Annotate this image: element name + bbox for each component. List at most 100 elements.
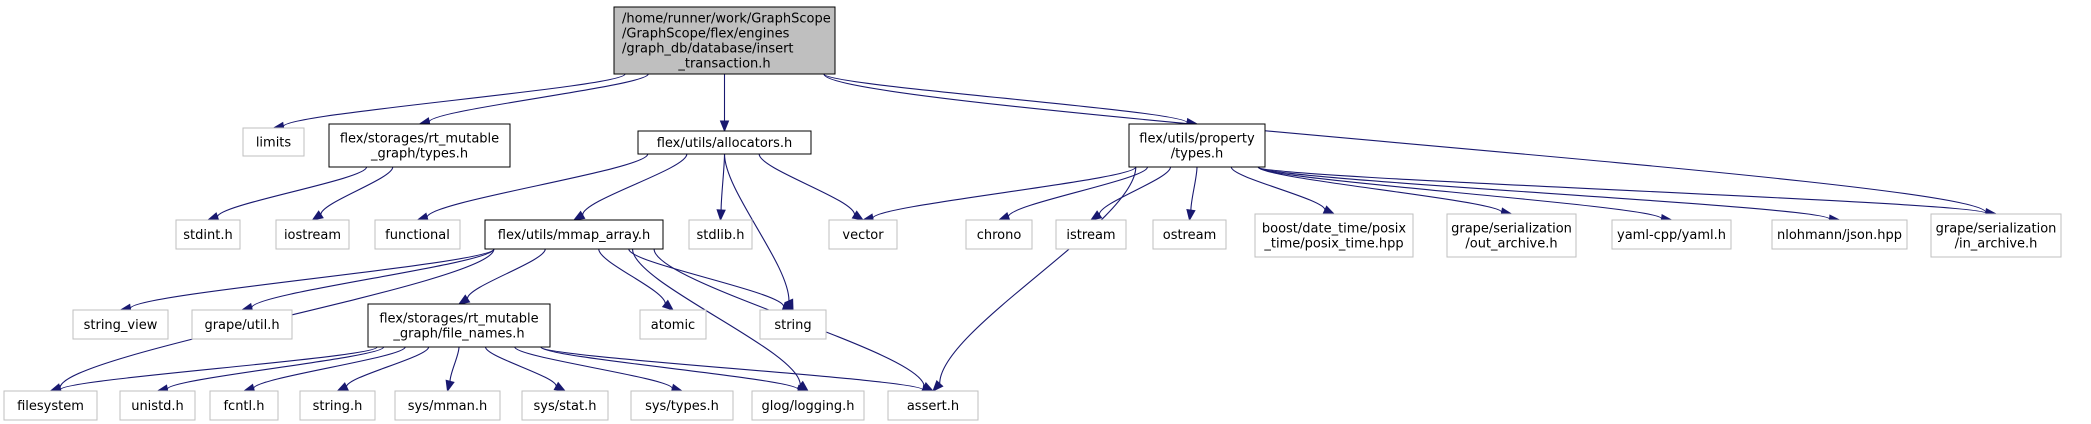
node-box [119,390,196,421]
node-yaml: yaml-cpp/yaml.h [1611,219,1732,250]
edge-line [823,73,1188,124]
node-label: /home/runner/work/GraphScope [622,12,831,27]
edge-arrowhead [997,212,1011,221]
node-mmap-array[interactable]: flex/utils/mmap_array.h [484,219,664,250]
node-filesystem: filesystem [3,390,98,421]
edge-arrowhead [719,120,730,133]
node-atomic: atomic [639,309,707,340]
edge-line [428,73,649,123]
node-label: ostream [1163,228,1217,243]
node-json: nlohmann/json.hpp [1771,219,1908,250]
node-label: /types.h [1171,147,1224,162]
node-label: filesystem [17,399,84,414]
edge-mmap-array-to-string [628,248,795,311]
node-box [242,127,305,157]
node-label: yaml-cpp/yaml.h [1617,228,1726,243]
node-root[interactable]: /home/runner/work/GraphScope/GraphScope/… [613,6,836,75]
node-label: flex/utils/property [1139,132,1255,147]
node-label: assert.h [907,399,959,414]
node-box [1055,219,1127,250]
node-box [1128,123,1266,168]
node-label: grape/util.h [204,318,279,333]
edge-root-to-allocators [719,74,730,133]
node-assert: assert.h [887,390,979,421]
node-box [759,309,827,340]
edge-root-to-in-archive [823,73,1998,218]
edge-line [166,346,385,390]
node-label: flex/storages/rt_mutable [379,312,538,327]
node-label: sys/mman.h [408,399,488,414]
edge-line [598,248,666,304]
edge-line [1257,166,1663,220]
node-box [688,219,753,250]
edge-line [631,248,801,385]
node-label: /GraphScope/flex/engines [622,27,790,42]
node-out-archive: grape/serialization/out_archive.h [1446,213,1577,258]
node-allocators[interactable]: flex/utils/allocators.h [637,130,812,155]
node-label: flex/utils/mmap_array.h [498,228,650,243]
edge-file-names-to-filesystem [49,346,378,395]
node-box [828,219,898,250]
edge-line [1190,166,1198,211]
edge-arrowhead [553,381,567,392]
node-in-archive: grape/serialization/in_archive.h [1930,213,2062,258]
node-label: functional [385,228,450,243]
edge-line [282,73,626,127]
edge-line [939,166,1137,384]
node-label: boost/date_time/posix [1262,222,1407,237]
node-label: atomic [651,318,695,333]
node-label: _graph/types.h [370,147,468,162]
edge-line [720,153,726,211]
edge-file-names-to-sys-types [514,346,684,393]
edge-property-types-to-assert [932,166,1137,392]
nodes-layer: /home/runner/work/GraphScope/GraphScope/… [3,6,2062,421]
node-box [613,6,836,75]
edge-arrowhead [932,380,944,392]
node-label: nlohmann/json.hpp [1777,228,1902,243]
node-box [175,219,241,250]
edge-arrowhead [661,299,675,311]
node-label: glog/logging.h [762,399,855,414]
node-istream: istream [1055,219,1127,250]
edge-arrowhead [311,210,324,221]
edge-line [129,248,495,309]
edge-line [1230,166,1326,211]
edge-line [345,346,430,387]
edge-line [1257,166,1987,214]
node-label: _time/posix_time.hpp [1263,237,1403,252]
node-box [3,390,98,421]
node-label: stdint.h [183,228,232,243]
edge-line [628,248,785,307]
node-label: iostream [284,228,341,243]
edge-arrowhead [1322,205,1336,215]
node-box [367,303,551,348]
edge-line [251,248,495,309]
edge-property-types-to-istream [1089,166,1172,221]
node-label: flex/utils/allocators.h [657,136,793,151]
node-file-names[interactable]: flex/storages/rt_mutable_graph/file_name… [367,303,551,348]
edge-line [1007,166,1149,218]
node-property-types[interactable]: flex/utils/property/types.h [1128,123,1266,168]
edge-arrowhead [572,210,586,221]
node-box [1254,213,1414,258]
edge-arrowhead [336,382,350,392]
node-box [751,390,865,421]
edge-line [1257,166,1831,220]
node-rt-types[interactable]: flex/storages/rt_mutable_graph/types.h [328,123,511,168]
node-fcntl: fcntl.h [209,390,279,421]
node-grape-util: grape/util.h [191,309,293,340]
node-box [484,219,664,250]
edge-line [1098,166,1172,215]
edge-mmap-array-to-grape-util [240,248,495,313]
edge-root-to-limits [272,73,626,132]
node-box [1771,219,1908,250]
node-box [1446,213,1577,258]
node-label: string [774,318,811,333]
edge-file-names-to-assert [540,346,935,395]
edge-property-types-to-in-archive [1257,166,1998,219]
node-string-h: string.h [299,390,376,421]
node-glog: glog/logging.h [751,390,865,421]
node-box [630,390,734,421]
node-label: /out_archive.h [1465,237,1557,252]
